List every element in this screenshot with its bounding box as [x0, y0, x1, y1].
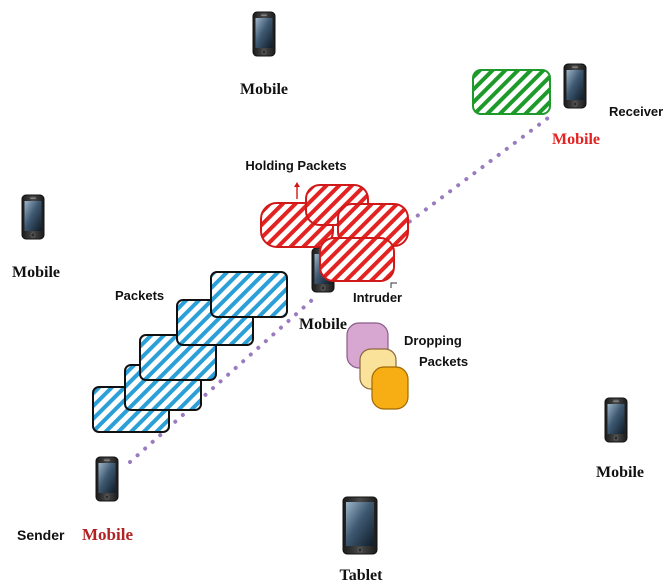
bracket-mark	[390, 282, 397, 288]
smartphone-icon[interactable]	[21, 194, 45, 240]
intruder-label: Intruder	[353, 290, 402, 305]
smartphone-icon[interactable]	[604, 397, 628, 443]
holding-packets-group	[260, 184, 409, 282]
packets-group	[92, 271, 288, 433]
mobile-label-top: Mobile	[240, 81, 288, 98]
arrowhead-icon	[294, 182, 300, 187]
smartphone-icon[interactable]	[563, 63, 587, 109]
packets-label: Packets	[115, 288, 164, 303]
holding-packets-label: Holding Packets	[245, 158, 346, 173]
receiver-label: Receiver	[609, 104, 663, 119]
smartphone-icon[interactable]	[95, 456, 119, 502]
dropping-packets-label-line2: Packets	[419, 354, 468, 369]
sender-label: Sender	[17, 527, 65, 543]
mobile-label-left: Mobile	[12, 264, 60, 281]
mobile-label-right: Mobile	[596, 464, 644, 481]
received-packet	[472, 69, 551, 115]
mobile-label-intruder: Mobile	[299, 316, 347, 333]
held-packet	[319, 237, 395, 282]
receiver-mobile-label: Mobile	[552, 131, 600, 148]
dropping-packets-label-line1: Dropping	[404, 333, 462, 348]
path-sender-to-intruder	[128, 298, 314, 464]
tablet-label: Tablet	[340, 567, 384, 584]
smartphone-icon[interactable]	[252, 11, 276, 57]
tablet-icon[interactable]	[342, 496, 378, 555]
dropping-packets-group	[346, 322, 409, 410]
packet	[210, 271, 288, 318]
sender-mobile-label: Mobile	[82, 525, 133, 544]
dropped-packet	[371, 366, 409, 410]
